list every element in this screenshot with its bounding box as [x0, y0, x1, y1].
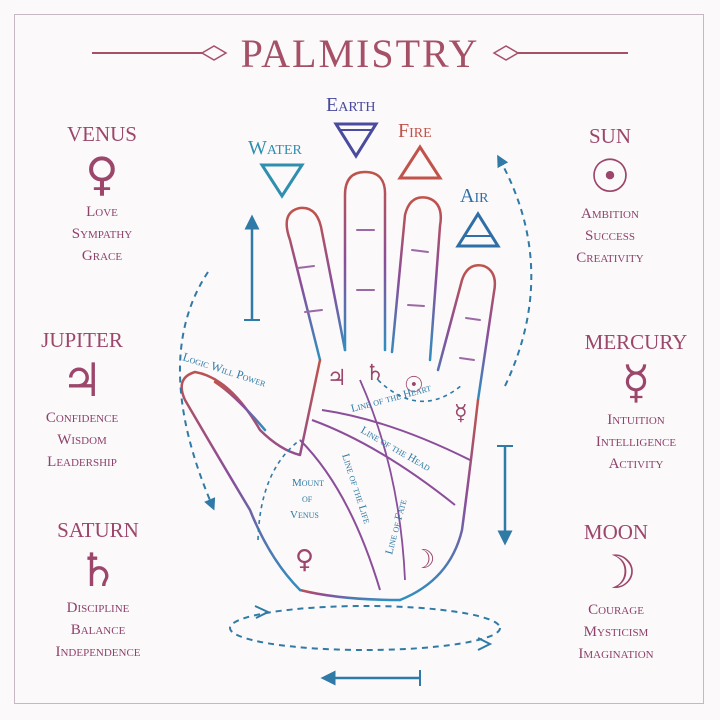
planet-name: MOON — [583, 520, 649, 544]
planet-panel-jupiter: JUPITER ♃ Confidence Wisdom Leadership — [2, 328, 162, 473]
trait: Balance — [70, 622, 126, 638]
element-earth-label: Earth — [326, 94, 376, 116]
ornament-right — [492, 45, 628, 61]
trait: Independence — [55, 644, 141, 660]
saturn-mount-icon: ♄ — [365, 361, 385, 386]
venus-mount-icon: ♀ — [295, 545, 314, 575]
trait: Intelligence — [595, 434, 677, 450]
trait: Creativity — [576, 250, 644, 266]
planet-panel-mercury: MERCURY ☿ Intuition Intelligence Activit… — [556, 330, 716, 475]
mount-dashed-arc — [377, 379, 463, 403]
planet-panel-venus: VENUS ♀ Love Sympathy Grace — [22, 122, 182, 267]
ellipse-arrow-right — [477, 637, 493, 651]
label-logic-will-power: Logic Will Power — [181, 350, 268, 390]
dashed-arrow-right — [497, 154, 533, 387]
line-of-heart — [321, 409, 471, 461]
earth-triangle-icon — [333, 122, 379, 159]
label-line-of-head: Line of the Head — [359, 424, 433, 474]
mercury-mount-icon: ☿ — [454, 401, 468, 426]
planet-panel-sun: SUN ☉ Ambition Success Creativity — [530, 124, 690, 269]
planet-panel-saturn: SATURN ♄ Discipline Balance Independence — [18, 518, 178, 663]
trait: Mysticism — [583, 624, 649, 640]
saturn-symbol-icon: ♄ — [77, 543, 119, 597]
air-triangle-icon — [455, 211, 501, 248]
jupiter-mount-icon: ♃ — [327, 366, 347, 391]
dashed-arrow-left — [179, 271, 216, 511]
trait: Wisdom — [57, 432, 107, 448]
trait: Leadership — [47, 454, 117, 470]
ellipse-arrow-left — [254, 605, 271, 619]
dashed-ellipse-bottom — [229, 605, 501, 651]
trait: Grace — [81, 248, 123, 264]
line-of-head — [311, 419, 456, 506]
planet-panel-moon: MOON ☽ Courage Mysticism Imagination — [536, 520, 696, 665]
jupiter-symbol-icon: ♃ — [61, 353, 103, 407]
trait: Love — [86, 204, 118, 220]
trait: Ambition — [581, 206, 639, 222]
border-frame — [14, 14, 704, 704]
line-of-fate — [359, 379, 406, 581]
element-air-label: Air — [460, 185, 489, 207]
trait: Intuition — [607, 412, 665, 428]
trait: Success — [585, 228, 635, 244]
trait: Courage — [588, 602, 644, 618]
ornament-left — [92, 45, 228, 61]
trait: Confidence — [45, 410, 119, 426]
label-mount-venus-1: Mount — [292, 477, 324, 489]
moon-mount-icon: ☽ — [412, 545, 435, 575]
venus-dashed-curve — [257, 439, 301, 541]
trait: Discipline — [66, 600, 130, 616]
element-fire-label: Fire — [398, 120, 432, 142]
line-of-life — [299, 439, 381, 591]
knuckle-marks — [297, 229, 481, 361]
label-mount-venus-2: of — [302, 493, 313, 505]
moon-symbol-icon: ☽ — [595, 545, 637, 599]
mercury-symbol-icon: ☿ — [621, 355, 651, 409]
planet-name: SUN — [588, 124, 631, 148]
water-triangle-icon — [259, 163, 305, 199]
trait: Activity — [608, 456, 664, 472]
trait: Sympathy — [71, 226, 133, 242]
trait: Imagination — [578, 646, 654, 662]
element-water-label: Water — [248, 137, 302, 159]
label-mount-venus-3: Venus — [290, 509, 319, 521]
label-line-of-fate: Line of Fate — [383, 498, 409, 556]
venus-symbol-icon: ♀ — [85, 147, 119, 201]
planet-name: VENUS — [66, 122, 137, 146]
sun-mount-icon: ☉ — [404, 373, 424, 398]
planet-name: SATURN — [57, 518, 139, 542]
sun-symbol-icon: ☉ — [589, 149, 631, 203]
planet-name: JUPITER — [41, 328, 123, 352]
page-title: PALMISTRY — [240, 31, 480, 76]
label-line-of-life: Line of the Life — [339, 452, 373, 525]
fire-triangle-icon — [397, 144, 443, 180]
planet-name: MERCURY — [584, 330, 688, 354]
hand-outline — [180, 170, 497, 602]
